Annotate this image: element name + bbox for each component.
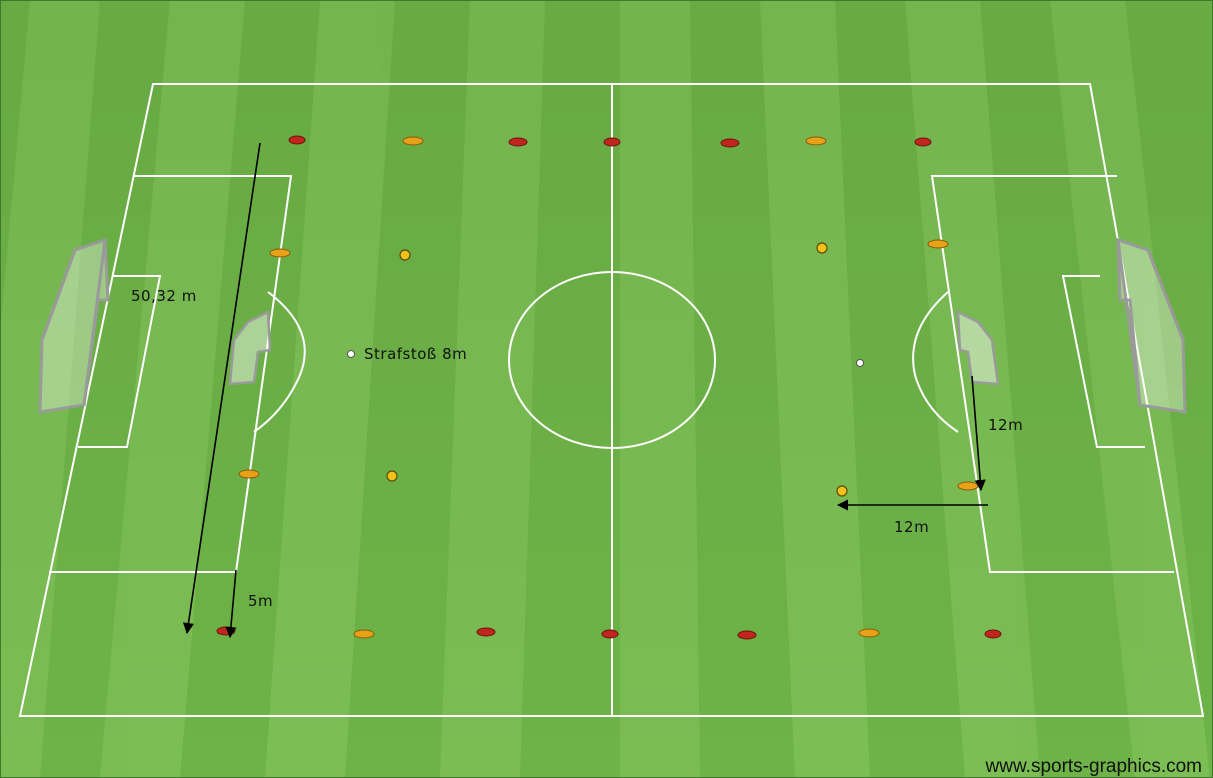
watermark: www.sports-graphics.com — [985, 756, 1202, 777]
red-cone — [509, 138, 527, 146]
twelve-m-vertical-label: 12m — [988, 416, 1023, 434]
red-cone — [289, 136, 305, 144]
length-label: 50,32 m — [131, 287, 197, 305]
left-penalty-spot — [348, 351, 355, 358]
penalty-label: Strafstoß 8m — [364, 345, 467, 363]
orange-cone — [270, 249, 290, 257]
red-cone — [985, 630, 1001, 638]
yellow-ball — [400, 250, 410, 260]
red-cone — [738, 631, 756, 639]
yellow-ball — [387, 471, 397, 481]
orange-cone — [403, 137, 423, 145]
five-m-label: 5m — [248, 592, 273, 610]
red-cone — [915, 138, 931, 146]
red-cone — [721, 139, 739, 147]
yellow-ball — [837, 486, 847, 496]
right-penalty-spot — [857, 360, 864, 367]
twelve-m-horizontal-label: 12m — [894, 518, 929, 536]
orange-cone — [958, 482, 978, 490]
orange-cone — [859, 629, 879, 637]
red-cone — [477, 628, 495, 636]
orange-cone — [239, 470, 259, 478]
red-cone — [604, 138, 620, 146]
red-cone — [602, 630, 618, 638]
orange-cone — [806, 137, 826, 145]
orange-cone — [928, 240, 948, 248]
orange-cone — [354, 630, 374, 638]
yellow-ball — [817, 243, 827, 253]
red-cone — [217, 627, 235, 635]
